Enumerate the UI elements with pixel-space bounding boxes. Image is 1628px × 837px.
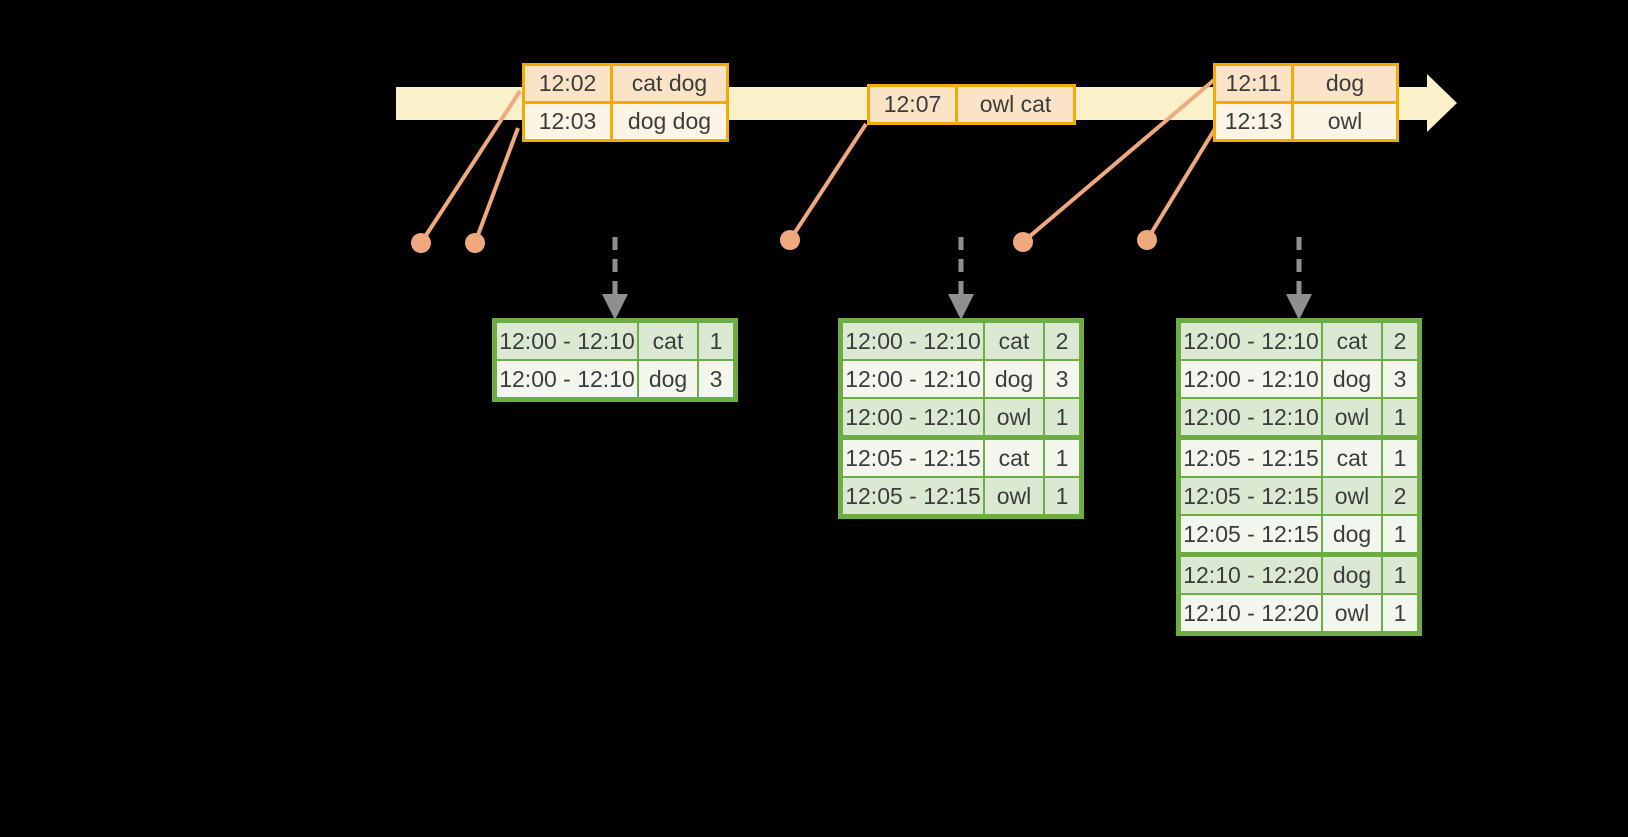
result-table-2: 12:00 - 12:10 cat 2 12:00 - 12:10 dog 3 … [838, 318, 1084, 519]
timeline-arrowhead-icon [1427, 74, 1457, 132]
window-cell: 12:05 - 12:15 [1181, 478, 1321, 514]
event-time-cell: 12:03 [525, 104, 610, 139]
event-table-3: 12:11 dog 12:13 owl [1213, 63, 1399, 142]
event-dot-icon [1137, 230, 1157, 250]
word-cell: dog [985, 361, 1043, 397]
word-cell: cat [985, 440, 1043, 476]
trigger-arrowhead-icon [602, 294, 628, 320]
trigger-arrowhead-icon [1286, 294, 1312, 320]
window-cell: 12:10 - 12:20 [1181, 595, 1321, 631]
event-connector-line [788, 122, 868, 242]
count-cell: 1 [1383, 557, 1417, 593]
event-time-cell: 12:07 [870, 87, 955, 122]
count-cell: 2 [1383, 323, 1417, 359]
window-cell: 12:10 - 12:20 [1181, 557, 1321, 593]
event-connector-line [1021, 78, 1216, 244]
event-dot-icon [465, 233, 485, 253]
count-cell: 3 [1383, 361, 1417, 397]
count-cell: 2 [1045, 323, 1079, 359]
event-words-cell: dog dog [613, 104, 726, 139]
word-cell: dog [1323, 361, 1381, 397]
count-cell: 1 [1383, 516, 1417, 552]
word-cell: cat [1323, 323, 1381, 359]
word-cell: dog [1323, 516, 1381, 552]
count-cell: 3 [1045, 361, 1079, 397]
event-connector-line [473, 127, 520, 244]
window-cell: 12:00 - 12:10 [1181, 399, 1321, 435]
window-cell: 12:00 - 12:10 [1181, 361, 1321, 397]
event-connector-line [1145, 125, 1218, 242]
event-time-cell: 12:13 [1216, 104, 1291, 139]
word-cell: dog [639, 361, 697, 397]
count-cell: 2 [1383, 478, 1417, 514]
event-words-cell: dog [1294, 66, 1396, 101]
window-group: 12:05 - 12:15 cat 1 12:05 - 12:15 owl 1 [843, 440, 1079, 514]
word-cell: owl [1323, 478, 1381, 514]
window-group: 12:00 - 12:10 cat 2 12:00 - 12:10 dog 3 … [1181, 323, 1417, 435]
window-cell: 12:00 - 12:10 [843, 399, 983, 435]
window-cell: 12:05 - 12:15 [1181, 440, 1321, 476]
window-group: 12:10 - 12:20 dog 1 12:10 - 12:20 owl 1 [1181, 557, 1417, 631]
count-cell: 1 [1045, 399, 1079, 435]
window-group: 12:00 - 12:10 cat 1 12:00 - 12:10 dog 3 [497, 323, 733, 397]
count-cell: 1 [1045, 440, 1079, 476]
event-connector-line [419, 89, 522, 245]
word-cell: cat [639, 323, 697, 359]
window-cell: 12:00 - 12:10 [843, 323, 983, 359]
event-words-cell: owl cat [958, 87, 1073, 122]
word-cell: cat [985, 323, 1043, 359]
count-cell: 1 [1045, 478, 1079, 514]
window-cell: 12:00 - 12:10 [843, 361, 983, 397]
count-cell: 1 [1383, 595, 1417, 631]
count-cell: 1 [1383, 399, 1417, 435]
trigger-arrowhead-icon [948, 294, 974, 320]
event-dot-icon [411, 233, 431, 253]
window-cell: 12:05 - 12:15 [843, 478, 983, 514]
event-time-cell: 12:02 [525, 66, 610, 101]
count-cell: 1 [1383, 440, 1417, 476]
word-cell: owl [1323, 399, 1381, 435]
event-words-cell: owl [1294, 104, 1396, 139]
window-group: 12:05 - 12:15 cat 1 12:05 - 12:15 owl 2 … [1181, 440, 1417, 552]
event-time-cell: 12:11 [1216, 66, 1291, 101]
window-cell: 12:05 - 12:15 [1181, 516, 1321, 552]
window-cell: 12:00 - 12:10 [497, 361, 637, 397]
count-cell: 1 [699, 323, 733, 359]
word-cell: cat [1323, 440, 1381, 476]
window-cell: 12:00 - 12:10 [1181, 323, 1321, 359]
event-table-1: 12:02 cat dog 12:03 dog dog [522, 63, 729, 142]
word-cell: dog [1323, 557, 1381, 593]
word-cell: owl [985, 478, 1043, 514]
event-table-2: 12:07 owl cat [867, 84, 1076, 125]
window-cell: 12:05 - 12:15 [843, 440, 983, 476]
event-dot-icon [780, 230, 800, 250]
window-group: 12:00 - 12:10 cat 2 12:00 - 12:10 dog 3 … [843, 323, 1079, 435]
event-words-cell: cat dog [613, 66, 726, 101]
word-cell: owl [985, 399, 1043, 435]
count-cell: 3 [699, 361, 733, 397]
result-table-1: 12:00 - 12:10 cat 1 12:00 - 12:10 dog 3 [492, 318, 738, 402]
result-table-3: 12:00 - 12:10 cat 2 12:00 - 12:10 dog 3 … [1176, 318, 1422, 636]
window-cell: 12:00 - 12:10 [497, 323, 637, 359]
event-dot-icon [1013, 232, 1033, 252]
word-cell: owl [1323, 595, 1381, 631]
